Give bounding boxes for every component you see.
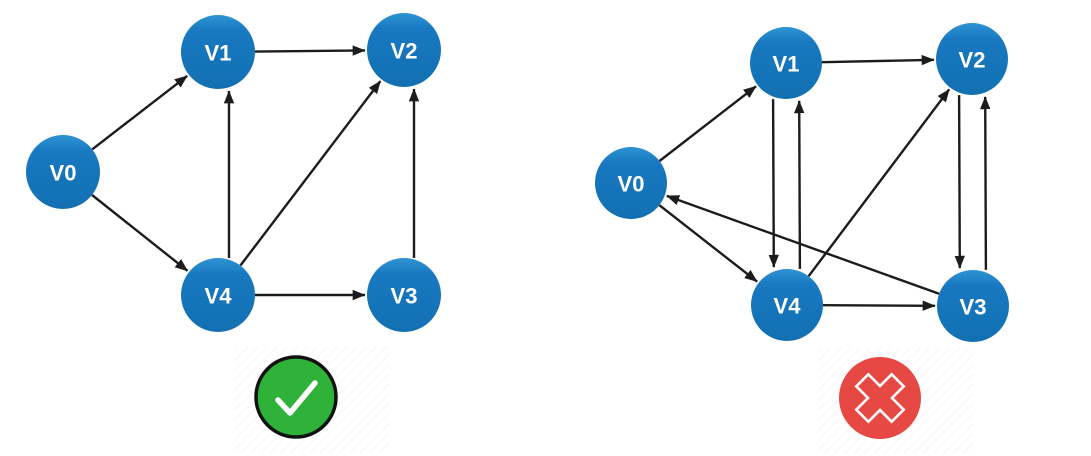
node-label-v1: V1 <box>205 41 232 66</box>
check-icon <box>254 355 338 439</box>
edge-v0-v1 <box>91 74 188 151</box>
graph-node-v0 <box>26 135 100 209</box>
graph-node-v3 <box>937 270 1009 342</box>
edge-v0-v4 <box>91 194 189 272</box>
node-label-v0: V0 <box>50 161 77 186</box>
graph-node-v1 <box>181 15 255 89</box>
node-label-v3: V3 <box>391 284 418 309</box>
node-label-v2: V2 <box>959 48 986 73</box>
edge-v0-v1 <box>658 85 757 162</box>
node-label-v0: V0 <box>618 172 645 197</box>
edge-v4-v2 <box>239 80 382 267</box>
graph-node-v4 <box>751 269 823 341</box>
node-label-v2: V2 <box>391 39 418 64</box>
node-label-v4: V4 <box>774 294 802 319</box>
node-label-v3: V3 <box>960 295 987 320</box>
graph-node-v2 <box>936 23 1008 95</box>
edge-v3-v0 <box>666 194 940 295</box>
graph-node-v2 <box>367 13 441 87</box>
graph-node-v4 <box>181 258 255 332</box>
graph-node-v0 <box>595 147 667 219</box>
edge-v4-v3 <box>822 300 936 311</box>
cross-icon <box>839 357 921 439</box>
edge-v2-v3 <box>954 95 965 269</box>
edge-v4-v1 <box>794 100 805 269</box>
edge-v0-v4 <box>658 204 758 283</box>
node-label-v1: V1 <box>773 52 800 77</box>
edge-v4-v2 <box>807 88 951 277</box>
edge-v1-v4 <box>768 99 779 268</box>
edge-v1-v2 <box>254 45 366 56</box>
edge-v1-v2 <box>821 54 935 66</box>
graph-node-v3 <box>367 258 441 332</box>
graph-node-v1 <box>750 27 822 99</box>
edge-v3-v2 <box>980 96 991 270</box>
node-label-v4: V4 <box>205 284 233 309</box>
